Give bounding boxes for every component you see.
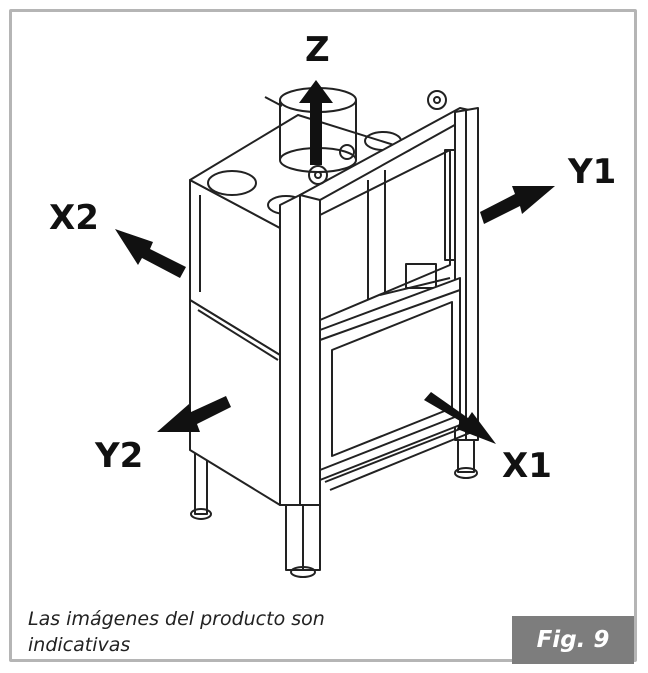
y1-axis-label: Y1 [568, 152, 617, 192]
x1-axis-label: X1 [502, 446, 552, 486]
fireplace-body [189, 87, 479, 506]
x1-arrow [424, 392, 496, 444]
y2-arrow [157, 396, 231, 432]
x2-axis-label: X2 [49, 198, 99, 238]
caption-line-2: indicativas [28, 634, 131, 656]
y2-axis-label: Y2 [95, 436, 144, 476]
z-axis-label: Z [305, 30, 330, 70]
figure-number-badge: Fig. 9 [512, 616, 634, 664]
y1-arrow [480, 186, 555, 224]
caption: Las imágenes del producto son indicativa… [28, 606, 325, 658]
z-arrow [299, 80, 333, 165]
x2-arrow [115, 229, 186, 278]
caption-line-1: Las imágenes del producto son [28, 608, 325, 630]
figure-frame [9, 9, 637, 662]
